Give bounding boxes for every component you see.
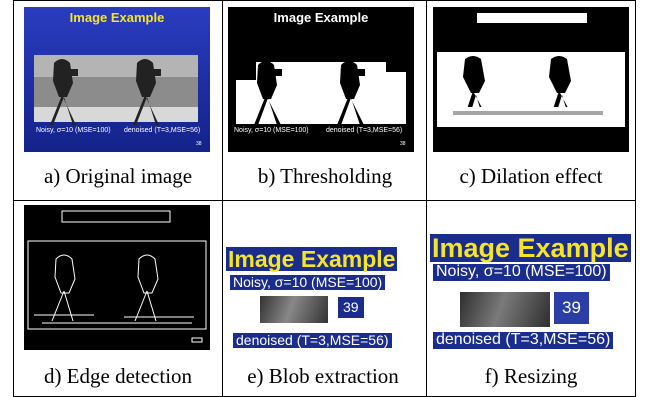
resize-title: Image Example	[430, 234, 631, 263]
blob-image-patch	[260, 296, 328, 323]
table-border-top	[13, 0, 636, 1]
panel-thresholding: Image Example Noisy, σ=10 (MSE=100) deno…	[228, 7, 414, 152]
blob-title: Image Example	[226, 247, 398, 272]
blob-patch-value: 39	[338, 297, 364, 318]
caption-edge-detection: d) Edge detection	[43, 364, 193, 388]
table-row-divider	[13, 200, 636, 201]
slide-title: Image Example	[69, 10, 165, 25]
table-col-divider-1	[222, 0, 223, 397]
panel-original: Image Example Noisy, σ=10 (MSE=100) deno…	[24, 7, 210, 152]
noisy-caption: Noisy, σ=10 (MSE=100)	[36, 127, 111, 134]
table-col-divider-2	[426, 0, 427, 397]
noisy-caption-threshold: Noisy, σ=10 (MSE=100)	[234, 127, 309, 134]
table-border-left	[13, 0, 14, 397]
resize-noisy-caption: Noisy, σ=10 (MSE=100)	[433, 263, 610, 281]
cameraman-photo-pair	[34, 55, 198, 125]
denoised-caption: denoised (T=3,MSE=56)	[124, 127, 201, 134]
slide-title-threshold: Image Example	[273, 10, 369, 25]
panel-edge-detection	[24, 205, 210, 350]
caption-resizing: f) Resizing	[484, 364, 578, 388]
dilated-image	[437, 13, 625, 127]
caption-original: a) Original image	[43, 164, 193, 188]
caption-thresholding: b) Thresholding	[257, 164, 393, 188]
panel-blob-extraction: Image Example Noisy, σ=10 (MSE=100) 39 d…	[226, 247, 422, 355]
resize-denoised-caption: denoised (T=3,MSE=56)	[433, 331, 614, 349]
page-mark-threshold: 38	[400, 141, 406, 147]
page-mark: 38	[196, 141, 202, 147]
edge-image	[27, 210, 207, 343]
denoised-caption-threshold: denoised (T=3,MSE=56)	[326, 127, 403, 134]
panel-dilation	[433, 7, 629, 152]
panel-resizing: Image Example Noisy, σ=10 (MSE=100) 39 d…	[426, 234, 635, 354]
caption-blob-extraction: e) Blob extraction	[247, 364, 399, 388]
table-border-right	[635, 0, 636, 397]
resize-image-patch	[460, 292, 550, 327]
caption-dilation: c) Dilation effect	[459, 164, 603, 188]
thresholded-image	[228, 61, 414, 152]
resize-patch-value: 39	[554, 292, 589, 324]
blob-denoised-caption: denoised (T=3,MSE=56)	[233, 333, 392, 348]
blob-noisy-caption: Noisy, σ=10 (MSE=100)	[230, 275, 386, 290]
